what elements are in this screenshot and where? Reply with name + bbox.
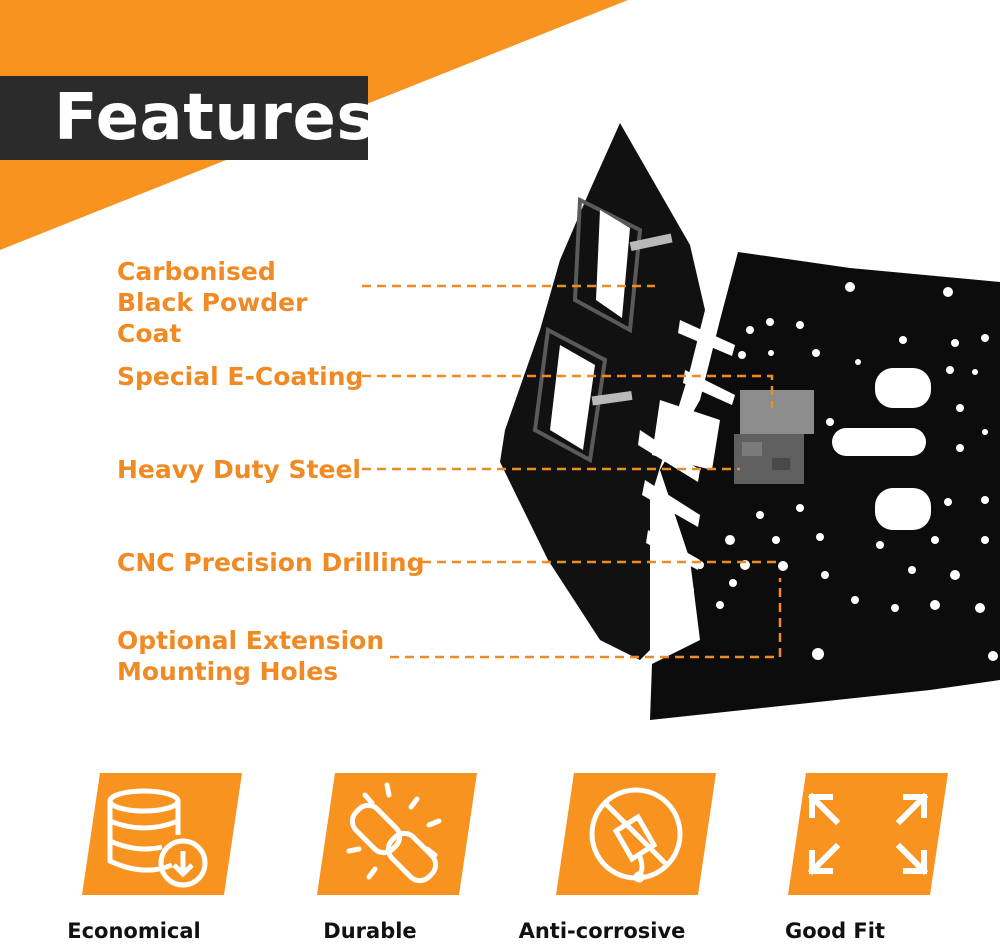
durable-badge [317, 773, 477, 895]
title-background [0, 76, 368, 160]
expand-arrows-icon [807, 792, 929, 876]
steel-bracket-image [500, 123, 1000, 720]
economical-label: Economical [67, 919, 201, 943]
database-download-icon [107, 788, 208, 888]
good-fit-badge [788, 773, 948, 895]
durable-label: Durable [323, 919, 417, 943]
anti-corrosive-label: Anti-corrosive [518, 919, 686, 943]
good-fit-label: Good Fit [784, 919, 886, 943]
feature-heavy-duty-steel: Heavy Duty Steel [117, 455, 361, 484]
page-title: Features [54, 81, 375, 155]
anti-corrosive-badge [556, 773, 716, 895]
feature-powder-coat: Carbonised Black Powder Coat [117, 257, 308, 348]
chain-link-icon [346, 782, 442, 884]
feature-cnc-drilling: CNC Precision Drilling [117, 548, 425, 577]
no-corrosion-icon [589, 787, 683, 883]
feature-e-coating: Special E-Coating [117, 362, 364, 391]
economical-badge [82, 773, 242, 895]
feature-extension-holes: Optional Extension Mounting Holes [117, 626, 385, 686]
